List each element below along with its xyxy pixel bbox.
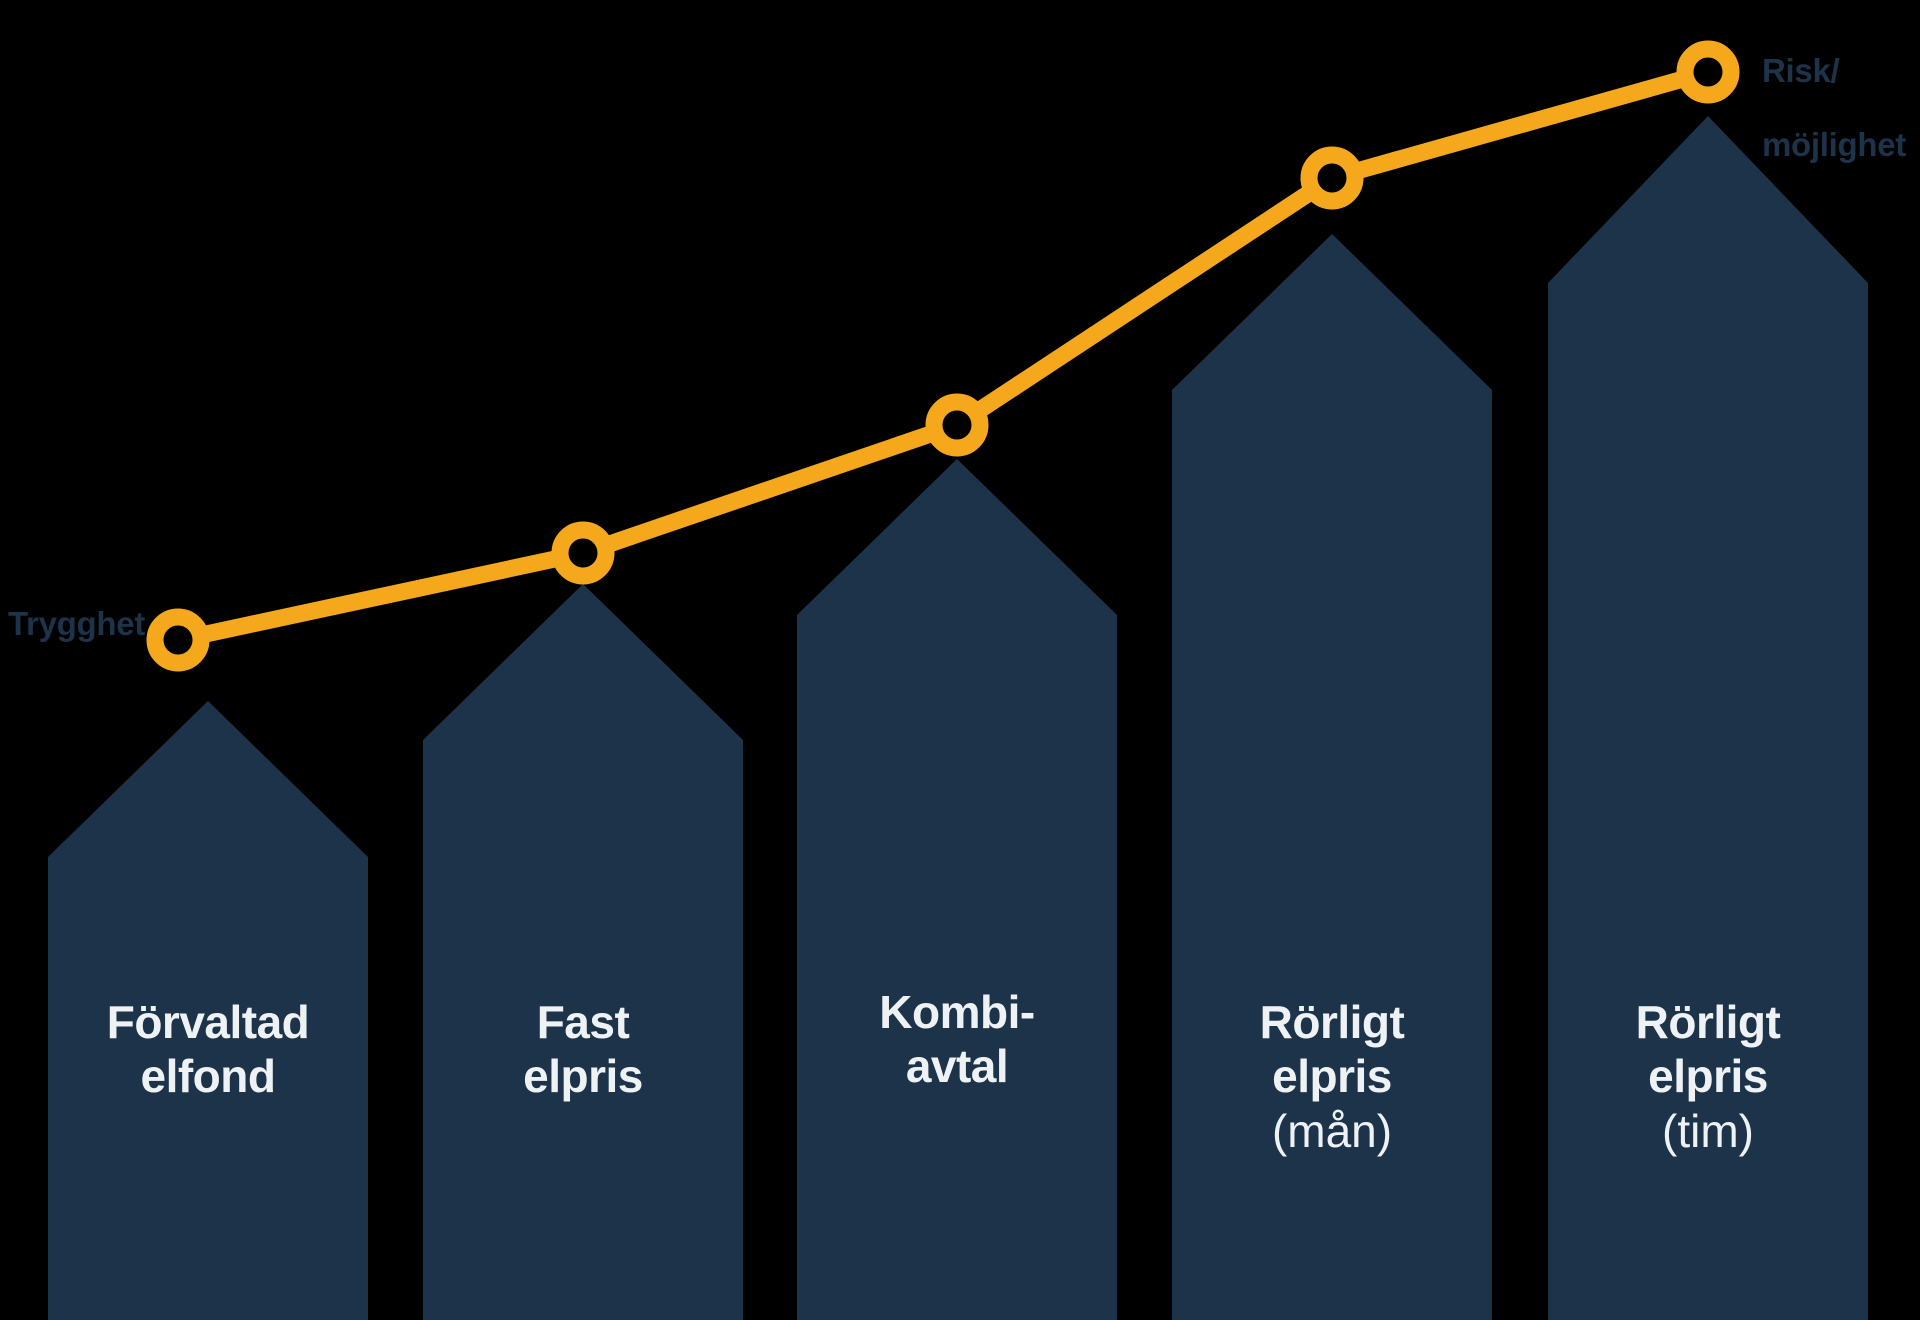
bar-forvaltad-elfond: [48, 701, 368, 1320]
bar-rorligt-elpris-tim: [1548, 116, 1868, 1320]
trend-marker-group: [146, 40, 1740, 672]
bar-rorligt-elpris-man: [1172, 234, 1492, 1320]
trend-marker-4: [1300, 146, 1364, 210]
trend-marker-3: [925, 393, 989, 457]
trend-marker-5: [1676, 40, 1740, 104]
trend-marker-2: [551, 521, 615, 585]
axis-end-label: Risk/ möjlighet: [1762, 16, 1906, 164]
axis-end-label-line2: möjlighet: [1762, 125, 1906, 163]
bar-group: [48, 116, 1868, 1320]
bar-kombi-avtal: [797, 459, 1117, 1320]
axis-start-label: Trygghet: [8, 605, 145, 642]
bar-fast-elpris: [423, 584, 743, 1320]
axis-end-label-line1: Risk/: [1762, 51, 1840, 89]
trend-marker-1: [146, 608, 210, 672]
